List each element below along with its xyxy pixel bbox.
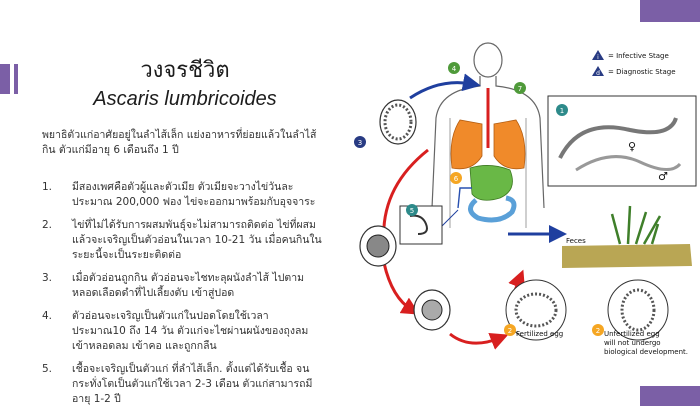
cycle-arrow — [382, 262, 420, 315]
svg-text:2: 2 — [508, 327, 512, 335]
feces-label: Feces — [566, 237, 586, 245]
life-cycle-svg: i = Infective Stage d = Diagnostic Stage — [354, 42, 697, 356]
male-symbol: ♂ — [658, 170, 668, 183]
legend-i: i — [597, 54, 599, 61]
ingestion-arrow — [409, 73, 481, 100]
diagnostic-triangle-icon — [592, 66, 604, 76]
legend-d: d — [596, 70, 600, 77]
feces-ground: Feces — [562, 205, 692, 268]
badge-5: 5 — [406, 204, 418, 216]
step-text: ตัวอ่อนจะเจริญเป็นตัวแก่ในปอดโดยใช้เวลาป… — [72, 310, 309, 352]
list-item: 1. มีสองเพศคือตัวผู้และตัวเมีย ตัวเมียจะว… — [42, 180, 322, 210]
cycle-arrow — [449, 332, 509, 350]
egg-stage-3 — [359, 225, 397, 267]
unfertilized-egg: Unfertilized egg will not undergo biolog… — [604, 279, 688, 356]
left-accent-bar-thin — [14, 64, 18, 94]
unfertilized-label-2: will not undergo — [604, 339, 661, 347]
life-cycle-diagram: i = Infective Stage d = Diagnostic Stage — [340, 38, 700, 380]
fertilized-egg: Fertilized egg — [505, 279, 567, 341]
female-symbol: ♀ — [628, 140, 636, 153]
svg-text:6: 6 — [454, 175, 459, 183]
top-accent-bar — [640, 0, 700, 22]
list-item: 4. ตัวอ่อนจะเจริญเป็นตัวแก่ในปอดโดยใช้เวล… — [42, 309, 322, 354]
badge-2a: 2 — [504, 324, 516, 336]
intro-paragraph: พยาธิตัวแก่อาศัยอยู่ในลำไส้เล็ก แย่งอาหา… — [42, 129, 317, 156]
legend: i = Infective Stage d = Diagnostic Stage — [592, 50, 676, 77]
fertilized-label: Fertilized egg — [516, 330, 563, 338]
svg-text:3: 3 — [358, 139, 362, 147]
step-number: 3. — [42, 272, 53, 284]
adult-worms-box: ♀ ♂ — [547, 95, 697, 187]
svg-text:4: 4 — [452, 65, 457, 73]
svg-text:7: 7 — [518, 85, 522, 93]
badge-4: 4 — [448, 62, 460, 74]
infective-triangle-icon — [592, 50, 604, 60]
step-number: 4. — [42, 310, 53, 322]
badge-1: 1 — [556, 104, 568, 116]
left-accent-bar — [0, 64, 10, 94]
svg-text:5: 5 — [410, 207, 414, 215]
list-item: 3. เมื่อตัวอ่อนถูกกิน ตัวอ่อนจะไชทะลุผนัง… — [42, 271, 322, 301]
bottom-accent-bar — [640, 386, 700, 406]
egg-stage-4 — [413, 289, 451, 331]
legend-infective-label: = Infective Stage — [608, 52, 669, 60]
embryonated-egg-1 — [379, 99, 417, 145]
unfertilized-label-3: biological development. — [604, 348, 688, 356]
badge-3: 3 — [354, 136, 366, 148]
svg-text:2: 2 — [596, 327, 600, 335]
step-text: เมื่อตัวอ่อนถูกกิน ตัวอ่อนจะไชทะลุผนังลำ… — [72, 272, 305, 299]
badge-6: 6 — [450, 172, 462, 184]
unfertilized-label-1: Unfertilized egg — [604, 330, 660, 338]
step-number: 2. — [42, 219, 53, 231]
badge-7: 7 — [514, 82, 526, 94]
slide-subtitle: Ascaris lumbricoides — [93, 88, 277, 110]
step-text: ไข่ที่ไม่ได้รับการผสมพันธุ์จะไม่สามารถติ… — [72, 219, 322, 261]
step-number: 1. — [42, 181, 53, 193]
step-text: เชื้อจะเจริญเป็นตัวแก่ ที่ลำไส้เล็ก. ตั้… — [72, 363, 313, 405]
lungs — [450, 88, 526, 170]
steps-list: 1. มีสองเพศคือตัวผู้และตัวเมีย ตัวเมียจะว… — [42, 180, 322, 406]
intestines — [457, 165, 517, 223]
list-item: 5. เชื้อจะเจริญเป็นตัวแก่ ที่ลำไส้เล็ก. ต… — [42, 362, 322, 406]
badge-2b: 2 — [592, 324, 604, 336]
svg-text:1: 1 — [560, 107, 564, 115]
slide-title: วงจรชีวิต — [140, 58, 230, 83]
step-number: 5. — [42, 363, 53, 375]
list-item: 2. ไข่ที่ไม่ได้รับการผสมพันธุ์จะไม่สามารถ… — [42, 218, 322, 263]
legend-diagnostic-label: = Diagnostic Stage — [608, 68, 676, 76]
pointer-line — [439, 209, 459, 229]
step-text: มีสองเพศคือตัวผู้และตัวเมีย ตัวเมียจะวาง… — [72, 181, 316, 208]
